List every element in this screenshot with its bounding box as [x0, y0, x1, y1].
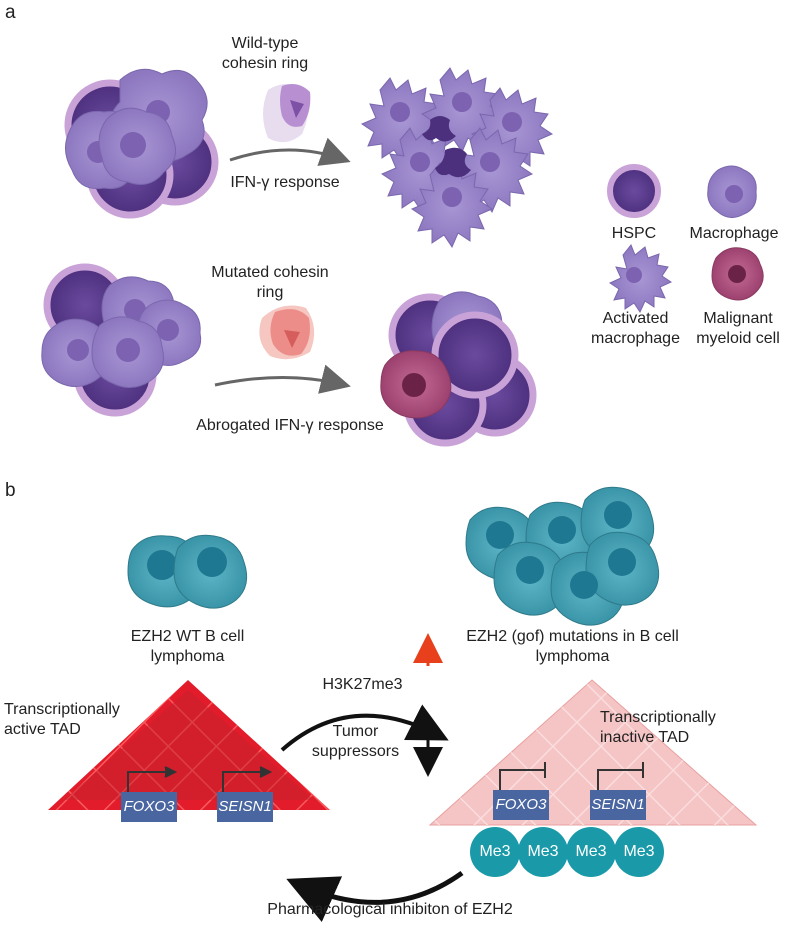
b-cells-wt	[127, 534, 248, 609]
active-tad-label: Transcriptionally active TAD	[4, 701, 120, 738]
wildtype-cohesin-ring-icon	[263, 84, 311, 143]
cluster-wildtype-before	[64, 68, 219, 219]
inactive-tad-triangle	[428, 679, 758, 826]
mutated-caption: Mutated cohesin ring	[211, 264, 329, 301]
me3-label-4: Me3	[623, 843, 655, 860]
me3-label-2: Me3	[527, 843, 559, 860]
active-gene-seisn1: SEISN1	[217, 792, 273, 822]
panel-b-label: b	[5, 480, 16, 501]
wildtype-response-label: IFN-γ response	[230, 174, 340, 191]
abrogated-response-arrow	[214, 364, 351, 394]
inactive-gene-foxo3: FOXO3	[493, 790, 549, 820]
legend-hspc-icon	[607, 164, 661, 218]
wildtype-caption: Wild-type cohesin ring	[221, 35, 309, 72]
active-promoter-arrows	[127, 766, 273, 792]
inactive-tad-label: Transcriptionally inactive TAD	[600, 709, 716, 746]
panel-a-label: a	[5, 2, 16, 23]
cluster-mutated-before	[41, 263, 202, 417]
mutated-response-label: Abrogated IFN-γ response	[196, 417, 384, 434]
wt-caption: EZH2 WT B cell lymphoma	[130, 628, 245, 665]
repressed-promoter-marks	[499, 762, 644, 790]
legend-icons	[607, 164, 764, 314]
me3-label-3: Me3	[575, 843, 607, 860]
legend-activated-macrophage-label: Activated macrophage	[591, 310, 680, 347]
legend-malignant-label: Malignant myeloid cell	[696, 310, 780, 347]
activated-nuclei	[390, 92, 522, 207]
h3k27me3-label: H3K27me3	[322, 676, 403, 693]
gof-arrow	[280, 704, 449, 752]
inactive-gene-seisn1: SEISN1	[590, 790, 646, 820]
inhibition-label: Pharmacological inhibiton of EZH2	[267, 901, 513, 918]
cluster-mutated-after	[380, 291, 537, 447]
gof-caption: EZH2 (gof) mutations in B cell lymphoma	[466, 628, 679, 665]
ifn-response-arrow	[229, 137, 351, 166]
tumor-suppressors-label: Tumor suppressors	[311, 723, 400, 760]
legend-hspc-label: HSPC	[611, 225, 657, 242]
dividing-cells	[422, 116, 471, 178]
inhibition-arrow	[286, 870, 464, 923]
b-cells-gof	[465, 486, 660, 626]
legend-macrophage-label: Macrophage	[689, 225, 779, 242]
me3-marks	[470, 827, 664, 877]
active-gene-foxo3: FOXO3	[121, 792, 177, 822]
me3-label-1: Me3	[479, 843, 511, 860]
mutated-cohesin-ring-icon	[259, 305, 315, 360]
